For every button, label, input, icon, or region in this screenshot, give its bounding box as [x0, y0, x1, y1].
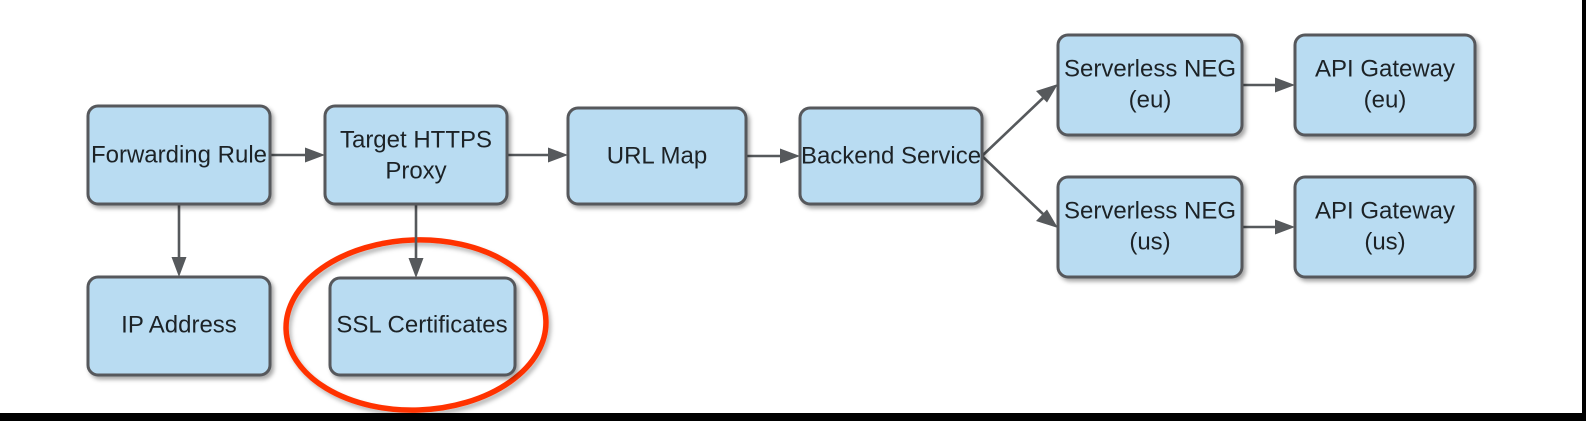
node-backend-service-rect[interactable] — [798, 106, 984, 206]
node-api-gateway-eu-label-line2: (eu) — [1364, 86, 1407, 113]
node-serverless-neg-us[interactable]: Serverless NEG (us) — [1056, 175, 1244, 279]
node-backend-service[interactable]: Backend Service — [798, 106, 984, 206]
node-forwarding-rule-label: Forwarding Rule — [91, 141, 267, 168]
node-url-map[interactable]: URL Map — [566, 106, 748, 206]
right-frame-bar — [1582, 0, 1586, 421]
node-ssl-certificates-label: SSL Certificates — [336, 311, 507, 338]
node-serverless-neg-us-label-line1: Serverless NEG — [1064, 197, 1236, 224]
node-api-gateway-eu-rect[interactable] — [1293, 33, 1477, 137]
node-api-gateway-us-label-line1: API Gateway — [1315, 197, 1455, 224]
edge-proxy-to-urlmap — [507, 147, 568, 163]
node-target-https-proxy-label-line1: Target HTTPS — [340, 126, 492, 153]
node-api-gateway-eu[interactable]: API Gateway (eu) — [1293, 33, 1477, 137]
node-api-gateway-us[interactable]: API Gateway (us) — [1293, 175, 1477, 279]
node-serverless-neg-us-rect[interactable] — [1056, 175, 1244, 279]
node-ip-address[interactable]: IP Address — [86, 275, 272, 377]
node-url-map-label: URL Map — [607, 142, 707, 169]
node-serverless-neg-eu[interactable]: Serverless NEG (eu) — [1056, 33, 1244, 137]
edge-backend-to-neg-eu — [981, 84, 1058, 157]
node-layer: Forwarding Rule Target HTTPS Proxy URL M… — [86, 33, 1477, 377]
node-forwarding-rule[interactable]: Forwarding Rule — [86, 104, 272, 206]
node-serverless-neg-us-label-line2: (us) — [1129, 228, 1170, 255]
node-backend-service-label: Backend Service — [801, 142, 981, 169]
node-serverless-neg-eu-label-line2: (eu) — [1129, 86, 1172, 113]
node-url-map-rect[interactable] — [566, 106, 748, 206]
edge-layer — [171, 77, 1295, 277]
node-ssl-certificates[interactable]: SSL Certificates — [328, 276, 517, 377]
node-ip-address-label: IP Address — [121, 311, 237, 338]
edge-forwarding-to-ip — [171, 204, 187, 277]
node-target-https-proxy[interactable]: Target HTTPS Proxy — [323, 104, 509, 206]
edge-forwarding-to-proxy — [270, 147, 325, 163]
edge-neg-us-to-gateway-us — [1242, 219, 1295, 235]
node-serverless-neg-eu-rect[interactable] — [1056, 33, 1244, 137]
node-serverless-neg-eu-label-line1: Serverless NEG — [1064, 55, 1236, 82]
ssl-highlight-ellipse — [283, 237, 549, 413]
node-api-gateway-eu-label-line1: API Gateway — [1315, 55, 1455, 82]
node-ip-address-rect[interactable] — [86, 275, 272, 377]
edge-neg-eu-to-gateway-eu — [1242, 77, 1295, 93]
edge-proxy-to-ssl — [408, 204, 424, 278]
edge-urlmap-to-backend — [746, 148, 800, 164]
edge-backend-to-neg-us — [981, 155, 1058, 228]
node-api-gateway-us-rect[interactable] — [1293, 175, 1477, 279]
node-target-https-proxy-rect[interactable] — [323, 104, 509, 206]
node-target-https-proxy-label-line2: Proxy — [385, 157, 446, 184]
ssl-highlight-annotation — [283, 237, 549, 413]
node-ssl-certificates-rect[interactable] — [328, 276, 517, 377]
node-api-gateway-us-label-line2: (us) — [1364, 228, 1405, 255]
node-forwarding-rule-rect[interactable] — [86, 104, 272, 206]
bottom-frame-bar — [0, 413, 1586, 421]
